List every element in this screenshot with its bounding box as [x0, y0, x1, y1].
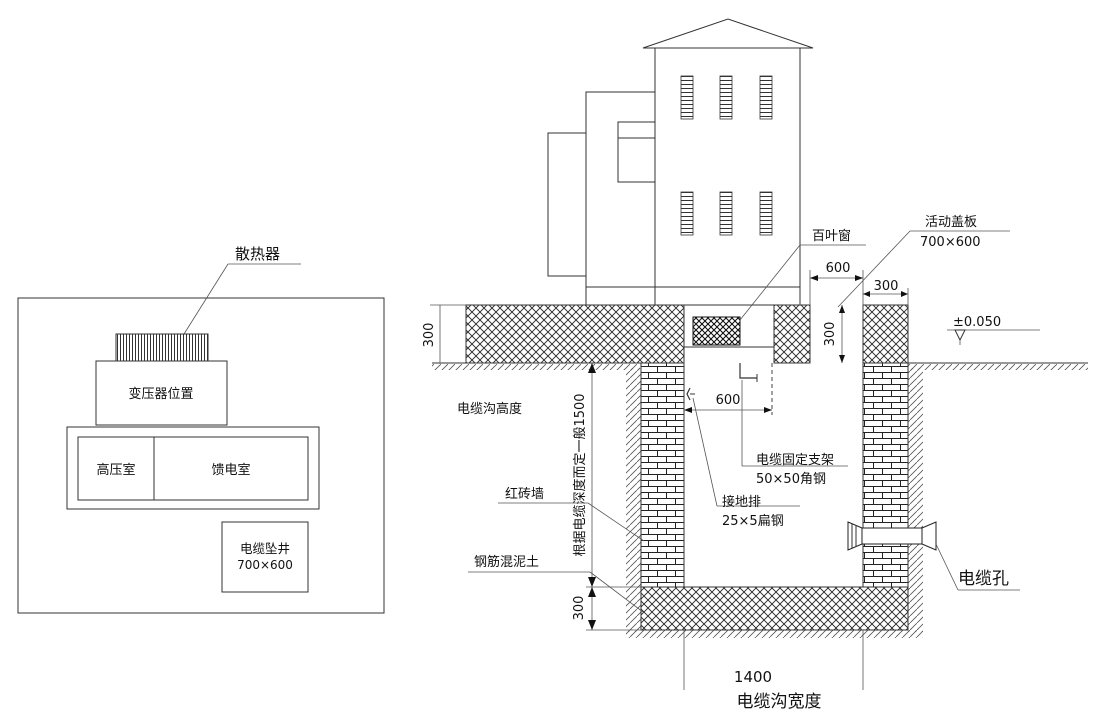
transformer-box — [95, 360, 228, 426]
feeder-room-label: 馈电室 — [211, 462, 250, 478]
radiator-leader — [183, 263, 229, 335]
cable-hole-flare-right — [921, 521, 937, 551]
cabinet-side-radiator — [547, 132, 588, 277]
soil-hatch-right — [908, 368, 923, 632]
soil-hatch-ground-right — [908, 364, 1088, 370]
concrete-leader — [589, 571, 644, 613]
width-value: 1400 — [734, 668, 772, 686]
cable-pit-box — [221, 521, 309, 593]
louver-label: 百叶窗 — [812, 228, 851, 244]
cabinet-louver — [719, 191, 733, 236]
bracket-label: 电缆固定支架 — [756, 452, 834, 468]
cable-bracket-angle — [739, 363, 757, 379]
bottom-concrete-slab — [640, 586, 909, 631]
cabinet-side-panel — [617, 121, 656, 183]
cabinet-louver — [719, 75, 733, 120]
cabinet-louver — [759, 75, 773, 120]
soil-hatch-left — [626, 368, 641, 632]
dim-300-cover: 300 — [823, 322, 838, 347]
ground-bar-size: 25×5扁钢 — [722, 514, 784, 529]
depth-dim-arrow-bottom — [588, 577, 596, 587]
dim-arrow — [855, 275, 863, 281]
brick-wall-left — [640, 362, 685, 588]
ground-bar-clip — [686, 387, 691, 401]
elevation-triangle — [954, 329, 966, 342]
dim-300-bottom: 300 — [572, 596, 587, 621]
louver-leader — [739, 244, 801, 321]
cabinet-louver — [680, 75, 694, 120]
foundation-slab-left — [465, 304, 685, 364]
ground-bar-label: 接地排 — [722, 494, 761, 510]
foundation-slab-middle — [773, 304, 811, 364]
cable-hole-flare-left — [847, 521, 863, 551]
dim-600-mid: 600 — [716, 393, 741, 408]
dim-arrow — [764, 407, 772, 413]
cover-leader — [837, 230, 911, 308]
cabinet-side-unit — [585, 91, 656, 288]
cable-hole-label: 电缆孔 — [958, 569, 1009, 589]
elevation-label: ±0.050 — [953, 315, 1001, 330]
soil-hatch-ground-left — [432, 364, 640, 370]
transformer-label: 变压器位置 — [128, 386, 193, 402]
dim-arrow — [839, 305, 845, 313]
ground-bar-leader — [692, 397, 718, 507]
dim-arrow — [810, 275, 818, 281]
dim-arrow — [588, 620, 596, 630]
rooms-outer-frame — [66, 426, 320, 510]
cable-hole-leader — [935, 543, 959, 591]
dim-300-top: 300 — [422, 323, 437, 348]
radiator-label: 散热器 — [235, 245, 280, 263]
cabinet-base — [585, 286, 801, 306]
cabinet-louver — [759, 191, 773, 236]
dim-300-wall: 300 — [874, 279, 899, 294]
cover-label: 活动盖板 — [925, 215, 977, 230]
cable-pit-label: 电缆坠井 — [240, 541, 290, 556]
trench-height-label: 电缆沟高度 — [457, 401, 522, 417]
brick-wall-label: 红砖墙 — [505, 486, 544, 502]
hv-room-label: 高压室 — [96, 462, 135, 478]
dim-arrow — [901, 291, 908, 297]
louver-vent — [692, 316, 741, 346]
depth-dim-arrow-top — [588, 363, 596, 373]
depth-note: 根据电缆深度而定一般1500 — [572, 393, 588, 556]
plan-view: 变压器位置 高压室 馈电室 电缆坠井 700×600 散热器 — [17, 245, 385, 614]
cover-size: 700×600 — [920, 235, 981, 250]
dim-arrow — [684, 407, 692, 413]
dim-arrow — [839, 355, 845, 363]
cable-hole-sleeve — [861, 527, 923, 545]
soil-hatch-bottom — [626, 629, 923, 638]
width-label: 电缆沟宽度 — [737, 692, 822, 712]
plan-outline — [17, 297, 385, 614]
bracket-size: 50×50角钢 — [756, 472, 826, 487]
dim-600-top: 600 — [826, 261, 851, 276]
cabinet-louver — [680, 191, 694, 236]
rooms-inner-frame — [77, 436, 309, 501]
cable-pit-size: 700×600 — [237, 558, 293, 572]
brick-wall-leader — [587, 502, 645, 542]
section-view: 300 根据电缆深度而定一般1500 300 电缆沟高度 红砖墙 钢筋混泥土 1… — [422, 18, 1088, 712]
radiator-fins — [115, 333, 209, 363]
dim-arrow — [863, 291, 870, 297]
cabinet-roof — [642, 18, 814, 49]
dim-arrow — [588, 587, 596, 597]
foundation-slab-right — [862, 304, 909, 364]
brick-wall-right — [862, 362, 909, 588]
concrete-label: 钢筋混泥土 — [474, 554, 539, 570]
